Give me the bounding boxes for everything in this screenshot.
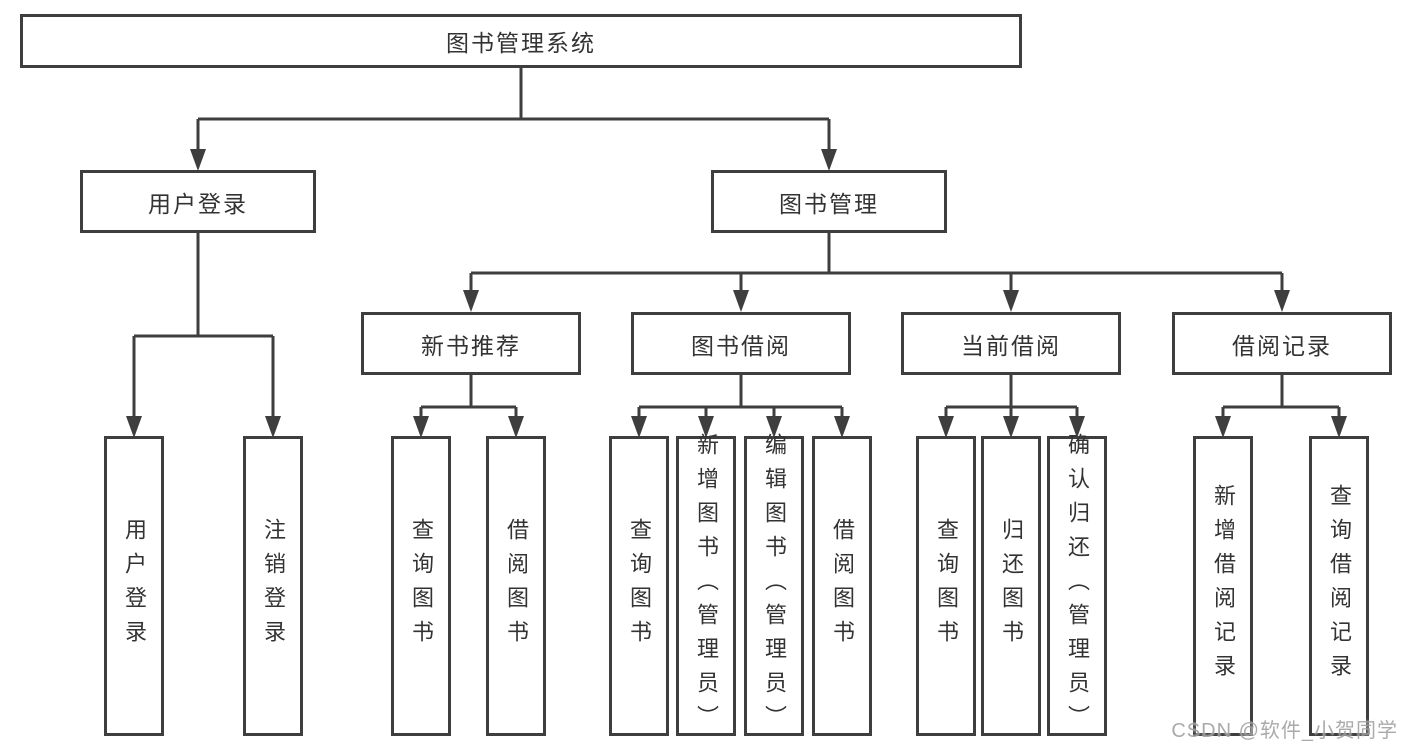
leaf-borrow-add-books-admin: 新增图书（管理员） [676,433,736,739]
connector-user-login [126,233,281,438]
node-book-borrow: 图书借阅 [631,312,851,375]
node-book-management: 图书管理 [711,170,947,233]
node-system-root-label: 图书管理系统 [446,30,596,56]
node-new-book-recommend: 新书推荐 [361,312,581,375]
node-user-login-label: 用户登录 [148,190,248,217]
connector-book-borrow [631,375,850,438]
leaf-borrow-add-books-admin-label: 新增图书（管理员） [694,433,719,739]
leaf-records-add-record-label: 新增借阅记录 [1211,484,1236,688]
leaf-current-query-books: 查询图书 [916,436,976,736]
leaf-current-return-books: 归还图书 [981,436,1041,736]
leaf-logout-login: 注销登录 [243,436,303,736]
csdn-watermark: CSDN @软件_小贺同学 [1171,720,1398,742]
leaf-recommend-query-books-label: 查询图书 [409,518,434,654]
leaf-records-add-record: 新增借阅记录 [1193,436,1253,736]
leaf-borrow-query-books: 查询图书 [609,436,669,736]
node-system-root: 图书管理系统 [20,14,1022,68]
node-new-book-recommend-label: 新书推荐 [421,332,521,359]
connector-root [190,68,837,171]
leaf-logout-login-label: 注销登录 [261,518,286,654]
node-borrow-records: 借阅记录 [1172,312,1392,375]
connector-new-book-recommend [413,375,524,438]
leaf-user-login-label: 用户登录 [122,518,147,654]
node-current-borrow-label: 当前借阅 [961,332,1061,359]
connector-borrow-records [1215,375,1347,438]
leaf-recommend-borrow-books: 借阅图书 [486,436,546,736]
leaf-borrow-query-books-label: 查询图书 [627,518,652,654]
leaf-current-return-books-label: 归还图书 [999,518,1024,654]
node-borrow-records-label: 借阅记录 [1232,332,1332,359]
leaf-borrow-borrow-books: 借阅图书 [812,436,872,736]
leaf-user-login: 用户登录 [104,436,164,736]
node-user-login: 用户登录 [80,170,316,233]
leaf-current-query-books-label: 查询图书 [934,518,959,654]
node-book-borrow-label: 图书借阅 [691,332,791,359]
leaf-records-query-record: 查询借阅记录 [1309,436,1369,736]
leaf-records-query-record-label: 查询借阅记录 [1327,484,1352,688]
connector-book-management [463,233,1290,312]
node-book-management-label: 图书管理 [779,190,879,217]
leaf-current-confirm-return-admin-label: 确认归还（管理员） [1065,433,1090,739]
node-current-borrow: 当前借阅 [901,312,1121,375]
leaf-current-confirm-return-admin: 确认归还（管理员） [1047,433,1107,739]
leaf-recommend-query-books: 查询图书 [391,436,451,736]
leaf-borrow-edit-books-admin-label: 编辑图书（管理员） [762,433,787,739]
connector-current-borrow [938,375,1085,438]
leaf-recommend-borrow-books-label: 借阅图书 [504,518,529,654]
leaf-borrow-edit-books-admin: 编辑图书（管理员） [744,433,804,739]
leaf-borrow-borrow-books-label: 借阅图书 [830,518,855,654]
